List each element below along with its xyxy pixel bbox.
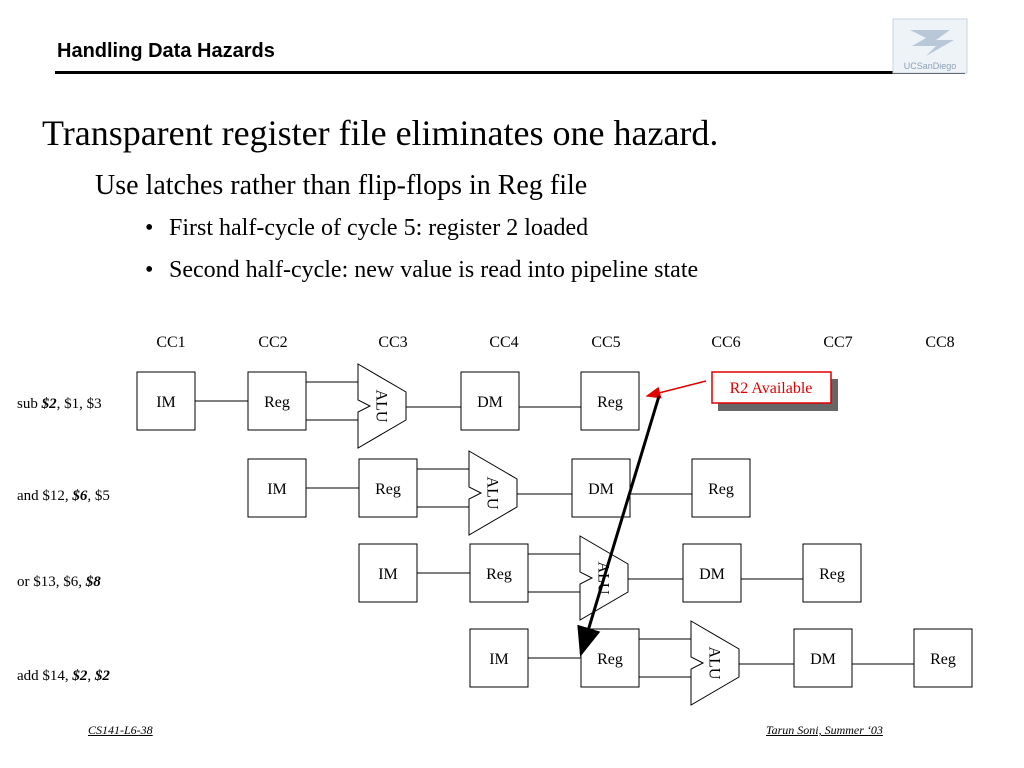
instruction-operand: sub — [17, 396, 42, 412]
cycle-label: CC8 — [925, 334, 954, 351]
cycle-label: CC5 — [591, 334, 620, 351]
bullet-dot: • — [145, 257, 154, 283]
alu-shape — [690, 620, 740, 706]
reg-writeback-box — [580, 371, 640, 431]
im-box — [469, 628, 529, 688]
callout-text: R2 Available — [730, 380, 813, 397]
footer-author: Tarun Soni, Summer ‘03 — [766, 723, 883, 737]
bullet-text: Second half-cycle: new value is read int… — [169, 257, 699, 283]
bullet-dot: • — [145, 215, 154, 241]
reg-writeback-label: Reg — [597, 394, 623, 411]
reg-writeback-label: Reg — [930, 651, 956, 668]
reg-writeback-box — [802, 543, 862, 603]
alu-label: ALU — [705, 647, 722, 680]
reg-label: Reg — [486, 566, 512, 583]
dm-box — [460, 371, 520, 431]
dm-label: DM — [477, 394, 503, 411]
cycle-label: CC4 — [489, 334, 518, 351]
cycle-label: CC6 — [711, 334, 740, 351]
instruction-operand: , — [87, 668, 95, 684]
instruction-label: or $13, $6, $8 — [17, 574, 101, 590]
callout-arrow — [645, 380, 707, 399]
dm-label: DM — [699, 566, 725, 583]
bullet-text: First half-cycle of cycle 5: register 2 … — [169, 215, 589, 241]
cycle-label: CC3 — [378, 334, 407, 351]
reg-label: Reg — [597, 651, 623, 668]
alu-shape — [468, 450, 518, 536]
im-label: IM — [267, 481, 287, 498]
alu-label: ALU — [372, 390, 389, 423]
cycle-label: CC7 — [823, 334, 852, 351]
reg-label: Reg — [375, 481, 401, 498]
slide-heading: Transparent register file eliminates one… — [42, 113, 719, 153]
dm-label: DM — [810, 651, 836, 668]
callout-box — [711, 371, 832, 404]
reg-writeback-label: Reg — [819, 566, 845, 583]
bullet-item: • Second half-cycle: new value is read in… — [145, 257, 698, 284]
instruction-operand: , $5 — [87, 488, 110, 504]
instruction-operand: $6 — [71, 488, 88, 504]
slide-subheading: Use latches rather than flip-flops in Re… — [95, 170, 588, 201]
reg-box — [469, 543, 529, 603]
ucsd-logo: UCSanDiego — [892, 18, 968, 74]
instruction-label: add $14, $2, $2 — [17, 668, 110, 684]
header-divider — [55, 71, 965, 74]
instruction-operand: $2 — [41, 396, 58, 412]
bullet-item: • First half-cycle of cycle 5: register 2… — [145, 215, 588, 242]
dm-box — [682, 543, 742, 603]
slide-header-title: Handling Data Hazards — [57, 40, 275, 62]
dm-box — [793, 628, 853, 688]
instruction-operand: and $12, — [17, 488, 72, 504]
instruction-operand: $8 — [85, 574, 102, 590]
im-label: IM — [378, 566, 398, 583]
im-box — [247, 458, 307, 518]
forwarding-arrow — [577, 395, 661, 657]
logo-text: UCSanDiego — [904, 61, 957, 71]
im-box — [358, 543, 418, 603]
reg-label: Reg — [264, 394, 290, 411]
instruction-operand: add $14, — [17, 668, 72, 684]
instruction-operand: $2 — [71, 668, 88, 684]
instruction-operand: , $1, $3 — [57, 396, 102, 412]
footer-slide-id: CS141-L6-38 — [88, 723, 153, 737]
reg-box — [247, 371, 307, 431]
alu-label: ALU — [483, 477, 500, 510]
reg-writeback-box — [691, 458, 751, 518]
instruction-operand: or $13, $6, — [17, 574, 86, 590]
im-label: IM — [489, 651, 509, 668]
im-label: IM — [156, 394, 176, 411]
alu-shape — [357, 363, 407, 449]
instruction-label: and $12, $6, $5 — [17, 488, 110, 504]
instruction-label: sub $2, $1, $3 — [17, 396, 102, 412]
reg-writeback-label: Reg — [708, 481, 734, 498]
reg-writeback-box — [913, 628, 973, 688]
cycle-label: CC2 — [258, 334, 287, 351]
im-box — [136, 371, 196, 431]
cycle-label: CC1 — [156, 334, 185, 351]
dm-label: DM — [588, 481, 614, 498]
reg-box — [358, 458, 418, 518]
instruction-operand: $2 — [94, 668, 111, 684]
